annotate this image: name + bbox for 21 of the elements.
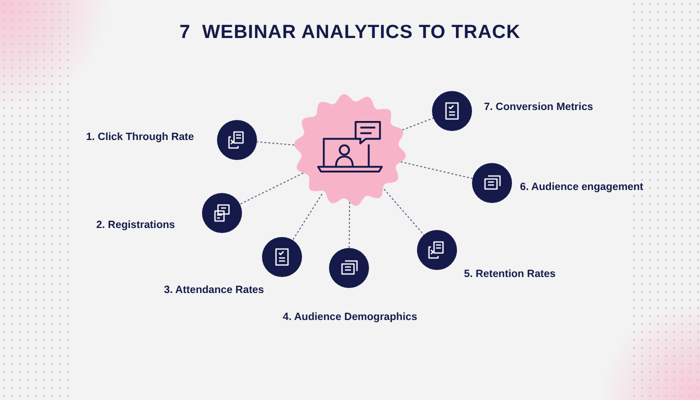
node-caption: 7. Conversion Metrics: [484, 101, 594, 114]
dashed-connector: [348, 202, 350, 248]
dashed-connector: [292, 193, 323, 241]
node-caption: 5. Retention Rates: [464, 268, 556, 281]
icon-circle: [202, 193, 242, 233]
icon-circle: [432, 91, 472, 131]
laptop-chat-drawing: [291, 91, 409, 209]
title: 7 WEBINAR ANALYTICS TO TRACK: [178, 22, 522, 44]
node-caption: 6. Audience engagement: [520, 181, 644, 194]
node-caption: 4. Audience Demographics: [282, 311, 418, 324]
dashed-connector: [400, 161, 473, 179]
icon-circle: [217, 120, 257, 160]
node-caption: 1. Click Through Rate: [86, 131, 194, 144]
icon-circle: [329, 248, 369, 288]
icon-circle: [262, 237, 302, 277]
node-caption: 2. Registrations: [96, 219, 175, 232]
dashed-connector: [239, 172, 304, 205]
icon-circle: [472, 163, 512, 203]
icon-circle: [417, 230, 457, 270]
dashed-connector: [384, 188, 424, 236]
node-caption: 3. Attendance Rates: [164, 284, 264, 297]
